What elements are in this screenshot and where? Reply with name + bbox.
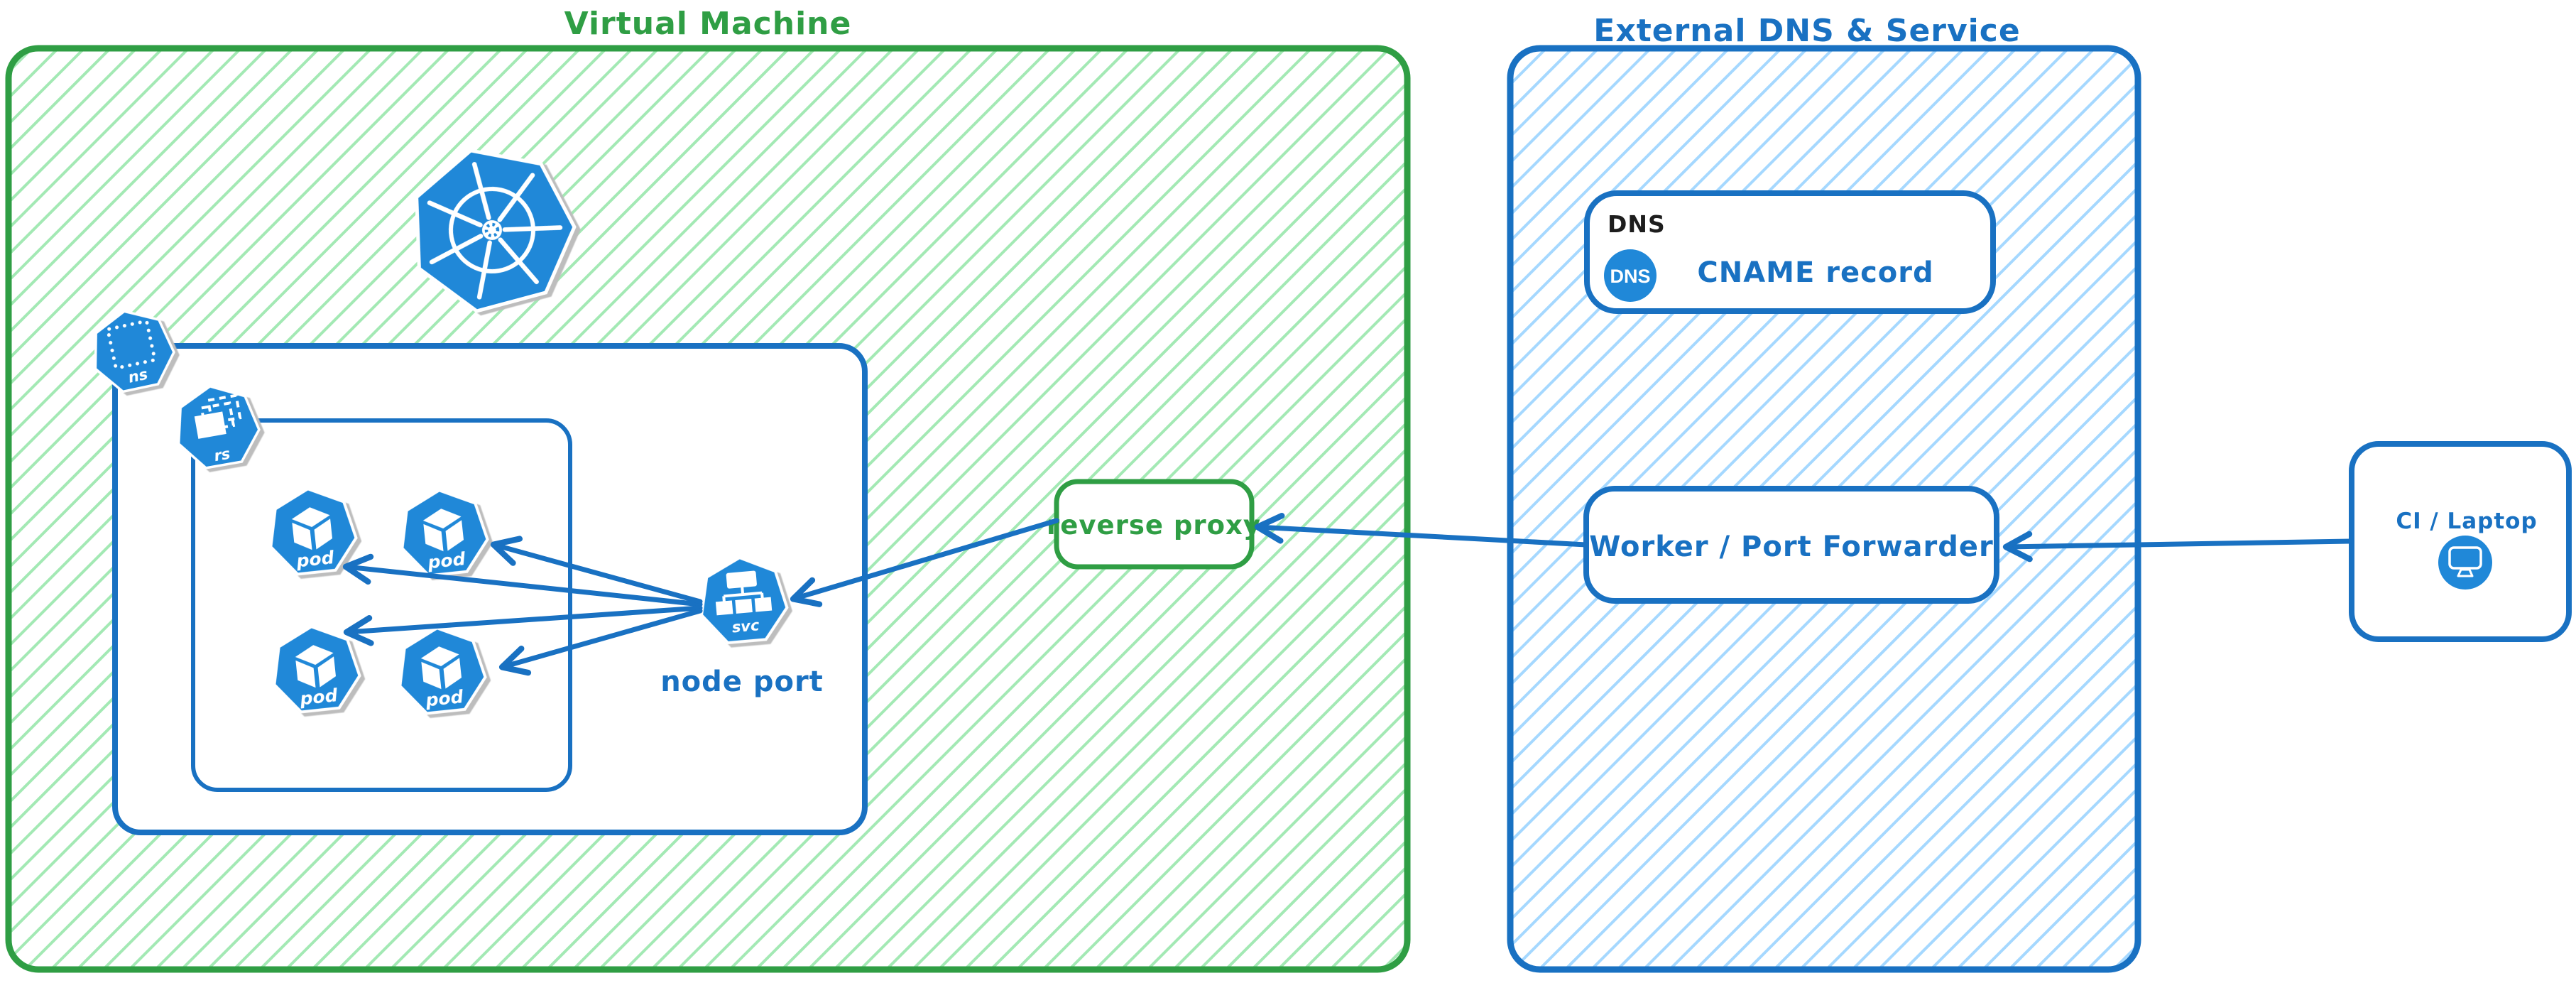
external-zone-title: External DNS & Service xyxy=(1593,13,2020,49)
pod-label: pod xyxy=(298,685,339,710)
service-badge-label: svc xyxy=(731,617,760,636)
arrow-worker-to-reverse-proxy xyxy=(1254,512,1589,548)
reverse-proxy-box xyxy=(1054,479,1255,570)
reverse-proxy-node: reverse proxy xyxy=(1047,479,1261,570)
pod-icon: pod xyxy=(267,621,364,716)
arrow-service-to-pod-3 xyxy=(343,605,703,646)
client-node: CI / Laptop xyxy=(2349,441,2572,642)
replicaset-badge-label: rs xyxy=(212,445,231,465)
dns-heading: DNS xyxy=(1608,210,1666,238)
reverse-proxy-label: reverse proxy xyxy=(1047,510,1261,541)
arrow-reverse-proxy-to-service xyxy=(790,518,1059,607)
arrow-service-to-pod-1 xyxy=(342,553,703,607)
kubernetes-logo-icon xyxy=(393,130,589,323)
pod-icon: pod xyxy=(395,484,492,580)
worker-label: Worker / Port Forwarder xyxy=(1589,531,1993,563)
arrow-service-to-pod-4 xyxy=(498,608,703,676)
pod-label: pod xyxy=(426,548,467,573)
dns-badge-label: DNS xyxy=(1610,266,1650,287)
arrows xyxy=(342,512,2354,676)
vm-zone-title: Virtual Machine xyxy=(564,6,852,42)
arrow-client-to-worker xyxy=(2002,531,2354,563)
pod-icon: pod xyxy=(393,622,490,717)
pods-group: pod pod pod pod xyxy=(263,483,492,717)
client-label: CI / Laptop xyxy=(2396,509,2537,534)
namespace-badge-label: ns xyxy=(126,366,149,386)
pod-label: pod xyxy=(424,686,465,711)
pod-label: pod xyxy=(295,547,336,572)
worker-node: Worker / Port Forwarder xyxy=(1583,486,1999,604)
dns-badge-icon xyxy=(1604,249,1657,302)
namespace-icon: ns xyxy=(83,301,181,398)
monitor-icon xyxy=(2448,546,2482,577)
dns-box xyxy=(1584,190,1996,314)
service-icon: svc xyxy=(695,552,792,646)
replicaset-box xyxy=(191,418,572,792)
arrow-service-to-pod-2 xyxy=(490,536,703,604)
pod-icon: pod xyxy=(263,483,361,578)
dns-node: DNS DNS CNAME record xyxy=(1584,190,1996,314)
node-port-label: node port xyxy=(660,666,824,698)
replicaset-icon: rs xyxy=(168,378,266,474)
cname-record-label: CNAME record xyxy=(1697,256,1933,289)
monitor-icon-badge xyxy=(2438,536,2492,590)
